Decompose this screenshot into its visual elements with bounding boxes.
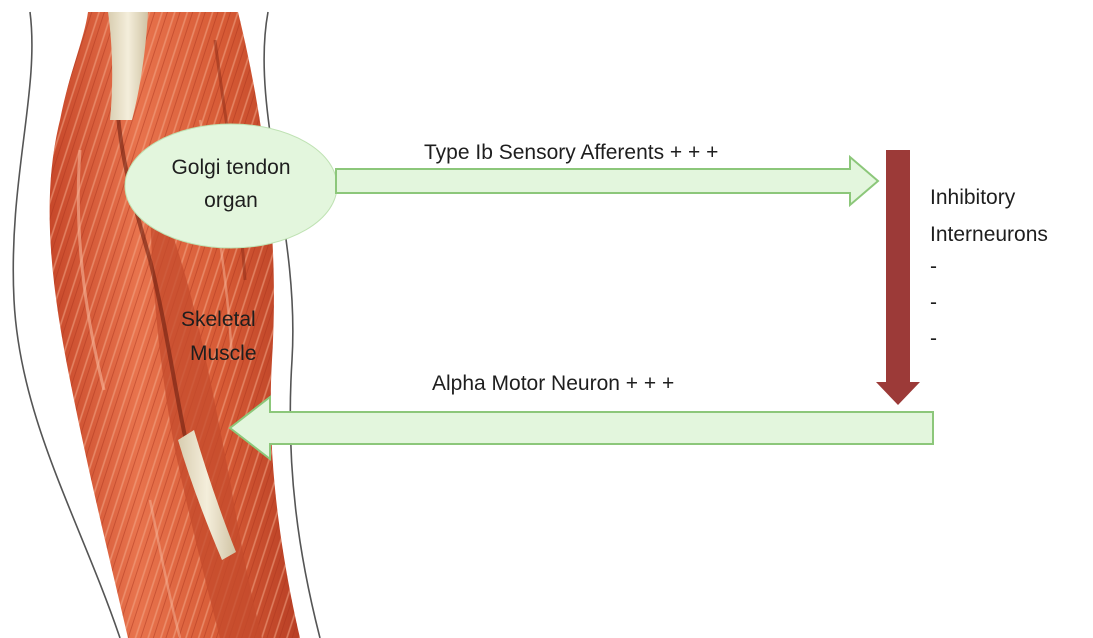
skeletal-muscle-label-line1: Skeletal	[181, 309, 256, 330]
motor-neuron-label: Alpha Motor Neuron + + +	[432, 373, 674, 394]
interneuron-sign: -	[930, 256, 937, 277]
motor-neuron-arrow	[230, 397, 933, 459]
interneuron-label-line2: Interneurons	[930, 224, 1048, 245]
interneuron-sign: -	[930, 328, 937, 349]
skeletal-muscle-label-line2: Muscle	[190, 343, 257, 364]
golgi-tendon-organ-label-line1: Golgi tendon	[151, 157, 311, 178]
afferent-arrow	[336, 157, 878, 205]
interneuron-label-line1: Inhibitory	[930, 187, 1015, 208]
golgi-tendon-organ-label-line2: organ	[151, 190, 311, 211]
golgi-tendon-organ-node	[125, 124, 337, 248]
skeletal-muscle-illustration	[50, 12, 300, 638]
inhibitory-interneuron-arrow	[876, 150, 920, 405]
afferent-label: Type Ib Sensory Afferents + + +	[424, 142, 718, 163]
interneuron-sign: -	[930, 292, 937, 313]
